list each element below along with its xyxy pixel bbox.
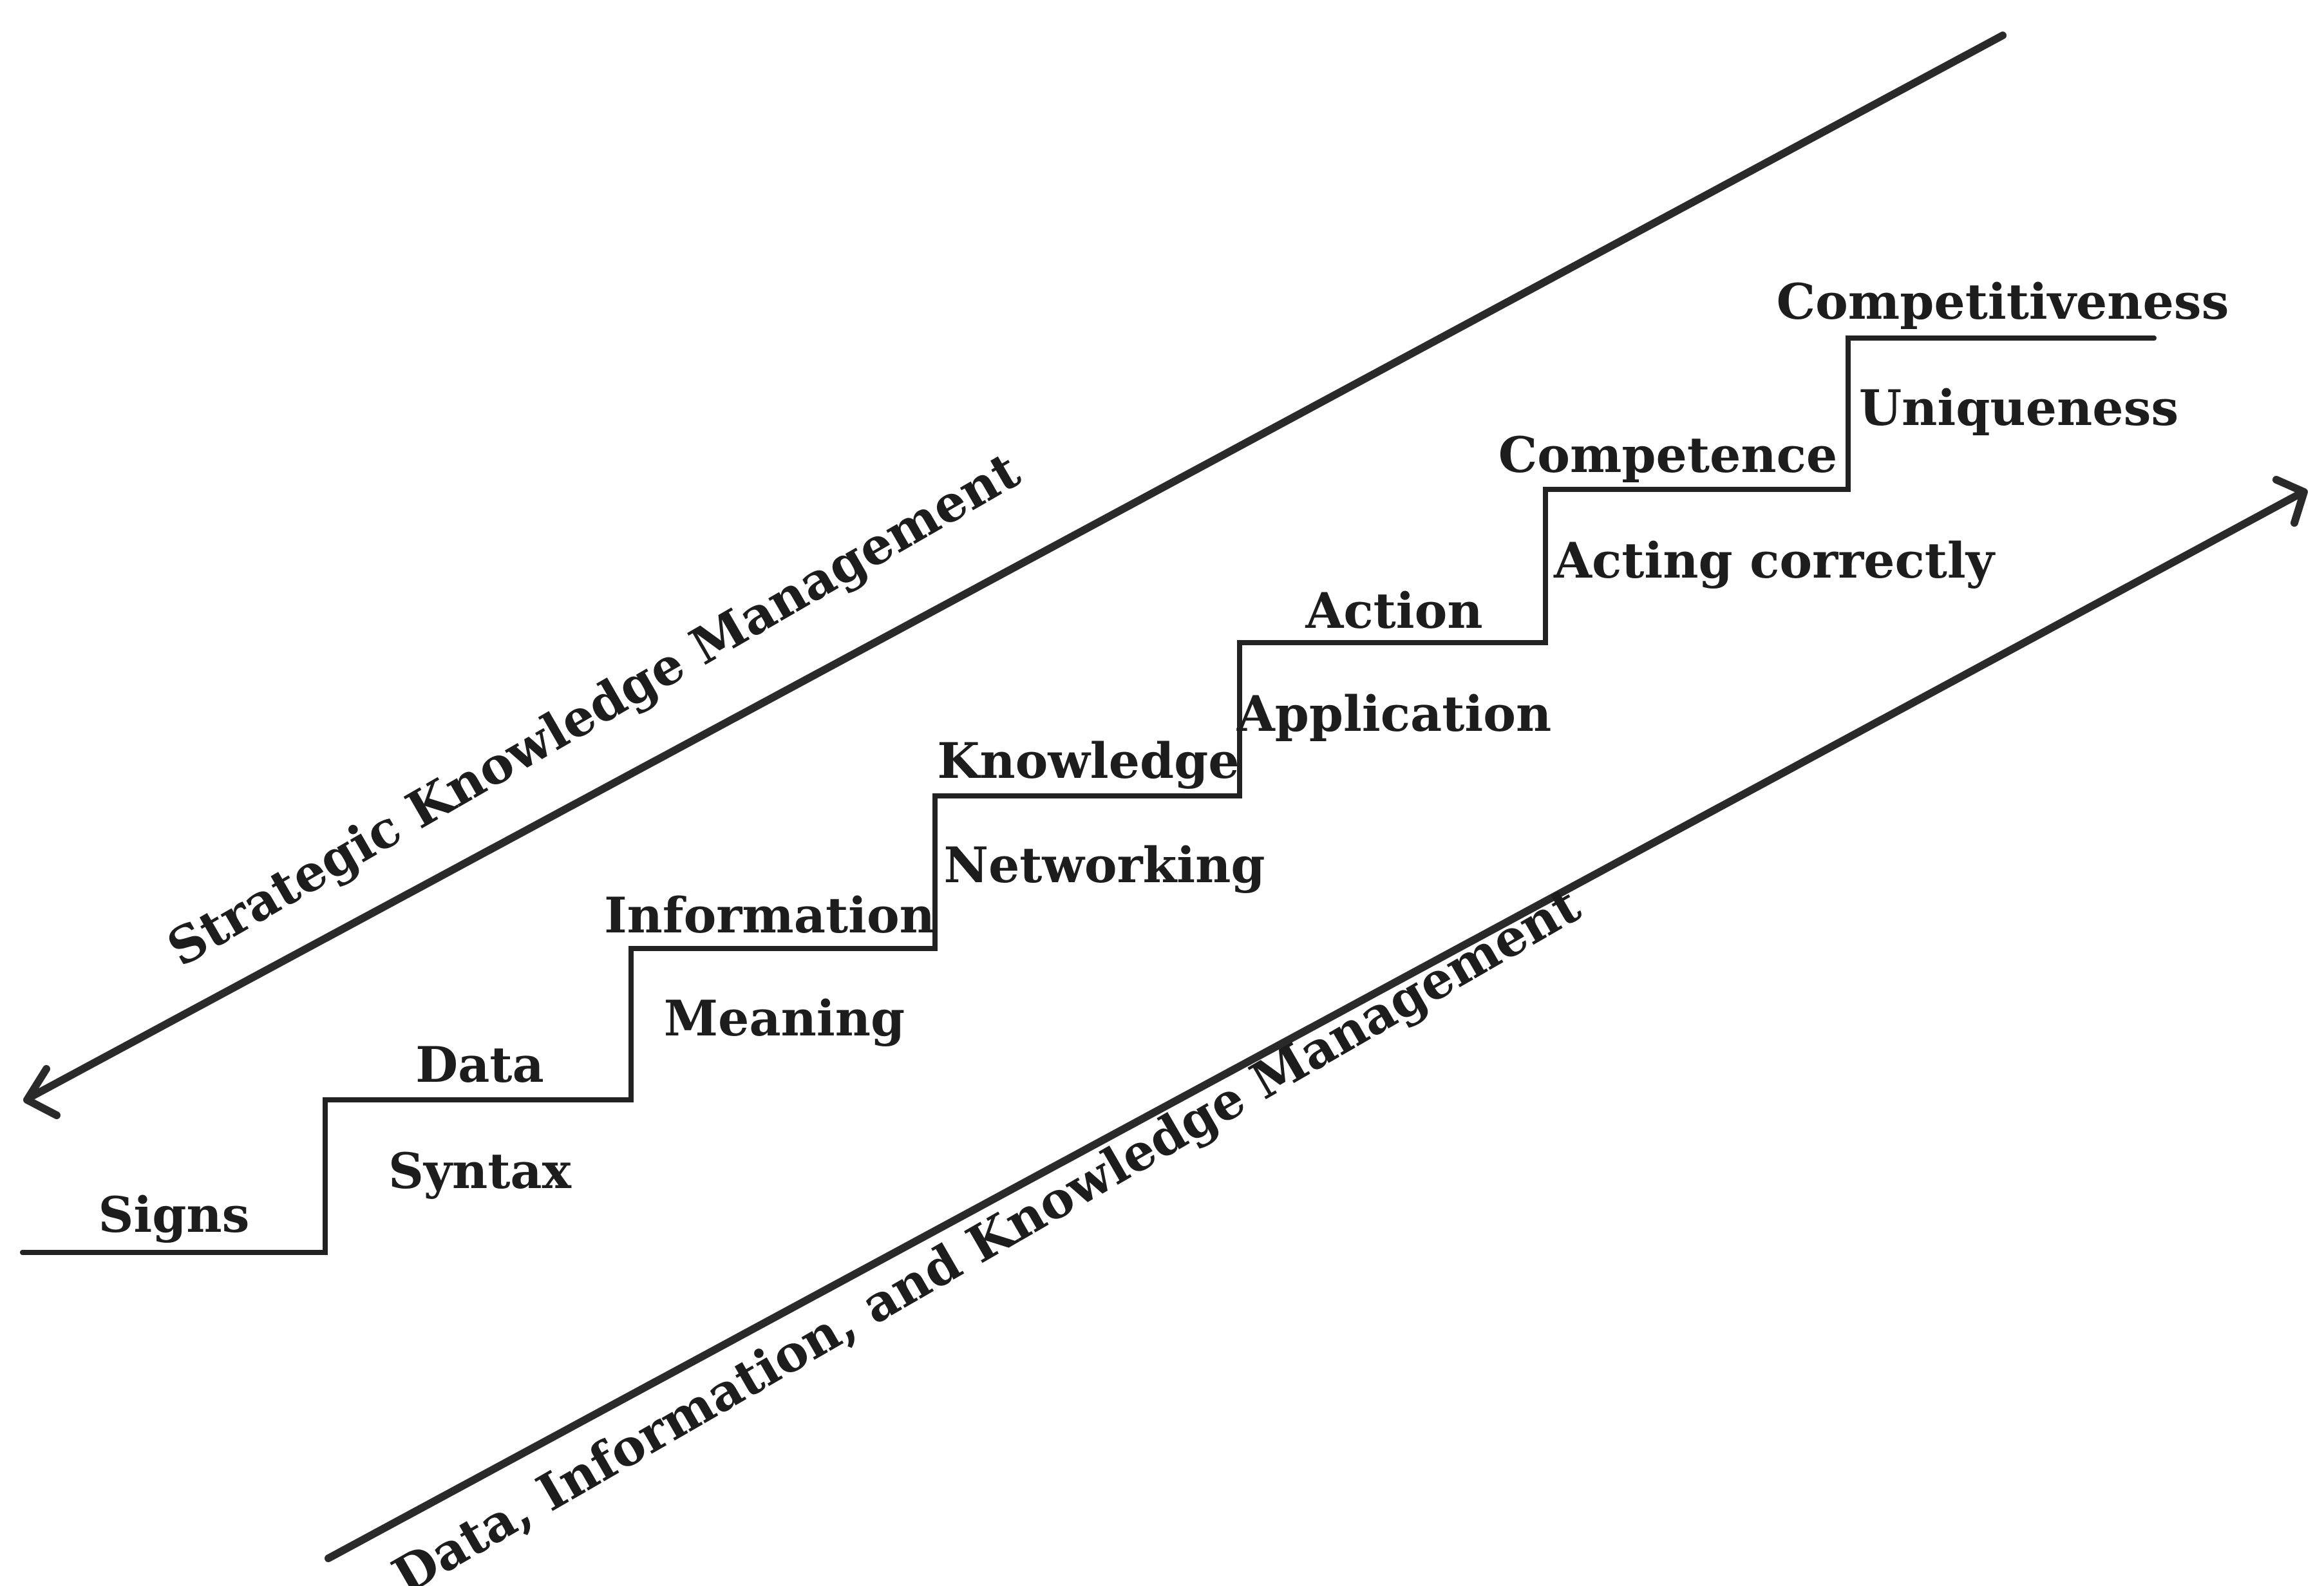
step-sublabel-uniqueness: Uniqueness xyxy=(1859,379,2178,437)
step-label-competence: Competence xyxy=(1498,426,1837,484)
step-label-action: Action xyxy=(1305,582,1482,639)
step-label-information: Information xyxy=(604,887,935,944)
step-label-signs: Signs xyxy=(99,1186,250,1243)
strategic-arrow xyxy=(23,32,2007,1119)
data-info-arrow xyxy=(325,476,2308,1562)
strategic-arrow-shaft xyxy=(25,32,2007,1102)
staircase-line xyxy=(20,335,2157,1255)
step-sublabel-application: Application xyxy=(1236,685,1551,742)
data-info-km-label: Data, Information, and Knowledge Managem… xyxy=(383,876,1590,1586)
step-label-competitiveness: Competitiveness xyxy=(1777,273,2229,330)
step-sublabel-networking: Networking xyxy=(943,836,1265,894)
step-sublabel-acting-correctly: Acting correctly xyxy=(1553,532,1996,589)
data-info-arrow-head xyxy=(2272,476,2308,527)
step-sublabel-meaning: Meaning xyxy=(664,990,905,1047)
step-label-data: Data xyxy=(415,1036,544,1093)
strategic-arrow-head xyxy=(23,1065,61,1119)
step-sublabel-syntax: Syntax xyxy=(388,1142,572,1200)
data-info-arrow-shaft xyxy=(325,489,2306,1562)
step-label-knowledge: Knowledge xyxy=(937,732,1239,789)
